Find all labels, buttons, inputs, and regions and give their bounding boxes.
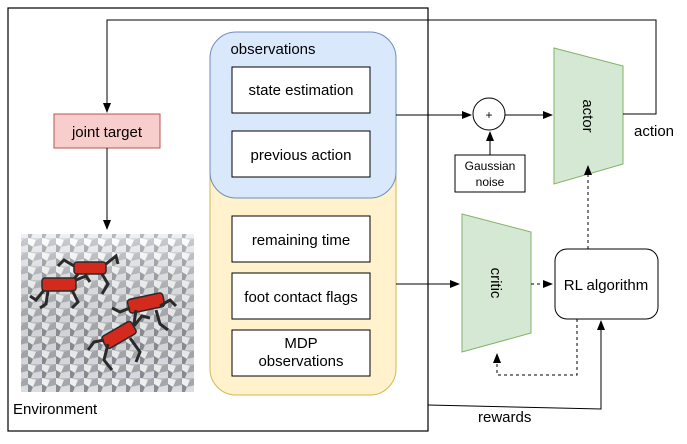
obs-box-remaining-time bbox=[231, 215, 371, 263]
obs-label-foot-contact-flags: foot contact flags bbox=[244, 289, 357, 306]
observations-group: observations state estimation previous a… bbox=[209, 31, 397, 396]
obs-box-state-estimation bbox=[231, 66, 371, 114]
robot-1 bbox=[56, 253, 120, 295]
actor-label: actor bbox=[579, 99, 596, 132]
rl-algorithm-label: RL algorithm bbox=[564, 277, 648, 294]
edge-actor-action-loop bbox=[103, 19, 657, 115]
obs-label-previous-action: previous action bbox=[251, 147, 352, 164]
joint-target-label: joint target bbox=[71, 124, 143, 141]
obs-label-state-estimation: state estimation bbox=[248, 82, 353, 99]
gaussian-noise-label-line2: noise bbox=[476, 175, 505, 189]
observations-title: observations bbox=[230, 41, 315, 58]
actor-block bbox=[553, 47, 624, 185]
obs-box-previous-action bbox=[231, 130, 371, 178]
rl-algorithm-box bbox=[554, 248, 659, 320]
obs-label-remaining-time: remaining time bbox=[252, 232, 350, 249]
environment-frame bbox=[7, 7, 429, 432]
sum-node bbox=[472, 97, 506, 131]
environment-caption: Environment bbox=[13, 401, 98, 418]
rewards-label: rewards bbox=[478, 409, 531, 426]
obs-box-mdp-observations bbox=[231, 329, 371, 377]
obs-box-foot-contact-flags bbox=[231, 272, 371, 320]
robot-4 bbox=[86, 314, 151, 371]
sum-symbol: + bbox=[485, 108, 492, 122]
edge-env-rewards bbox=[427, 320, 605, 410]
robot-2 bbox=[29, 274, 92, 310]
robot-3 bbox=[111, 292, 178, 332]
edge-rl-to-critic bbox=[493, 319, 578, 376]
simulation-image bbox=[21, 234, 194, 392]
edges bbox=[103, 19, 657, 410]
gaussian-noise-box bbox=[454, 154, 526, 193]
gaussian-noise-label-line1: Gaussian bbox=[465, 159, 516, 173]
critic-block bbox=[461, 213, 532, 353]
joint-target-box bbox=[53, 113, 161, 149]
action-label: action bbox=[634, 123, 674, 140]
critic-label: critic bbox=[487, 268, 504, 299]
